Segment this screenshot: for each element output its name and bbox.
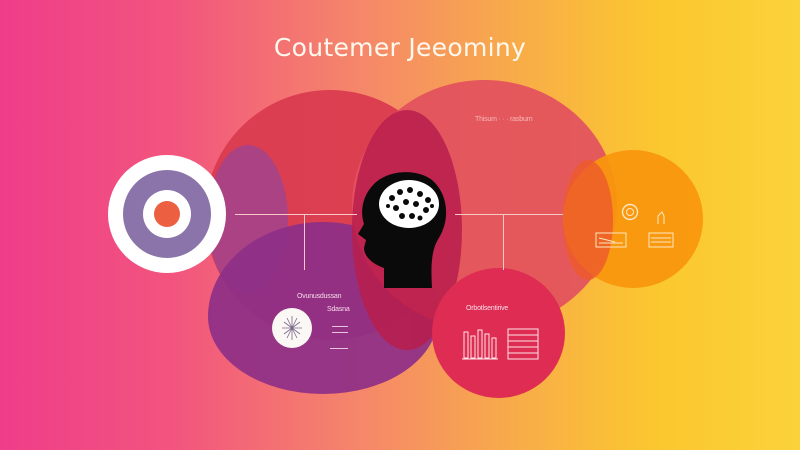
purple-text-line-3 — [330, 348, 348, 349]
pink-stage-circle — [432, 268, 565, 398]
document-icon — [648, 232, 674, 248]
top-right-label: Thisum · · · rasburn — [475, 116, 533, 123]
card-icon — [595, 232, 627, 248]
pink-heading: Orbotlsentirive — [466, 305, 509, 312]
purple-subheading: Sdasna — [327, 306, 350, 313]
purple-heading: Ovunusdussan — [297, 293, 342, 300]
neural-brain-icon — [272, 308, 312, 348]
bar-chart-icon — [462, 329, 498, 360]
orange-overlap-shape — [563, 160, 613, 280]
list-icon — [507, 328, 539, 360]
purple-text-line-2 — [332, 332, 348, 333]
page-title: Coutemer Jeeominy — [273, 33, 527, 62]
bell-icon — [657, 211, 665, 224]
globe-icon — [621, 203, 639, 221]
connector-line-left — [235, 214, 357, 215]
purple-text-line-1 — [332, 326, 348, 327]
head-brain-icon — [358, 172, 447, 288]
connector-line-right — [455, 214, 563, 215]
connector-drop-left — [304, 214, 305, 270]
connector-drop-right — [503, 214, 504, 270]
target-icon — [108, 155, 226, 273]
